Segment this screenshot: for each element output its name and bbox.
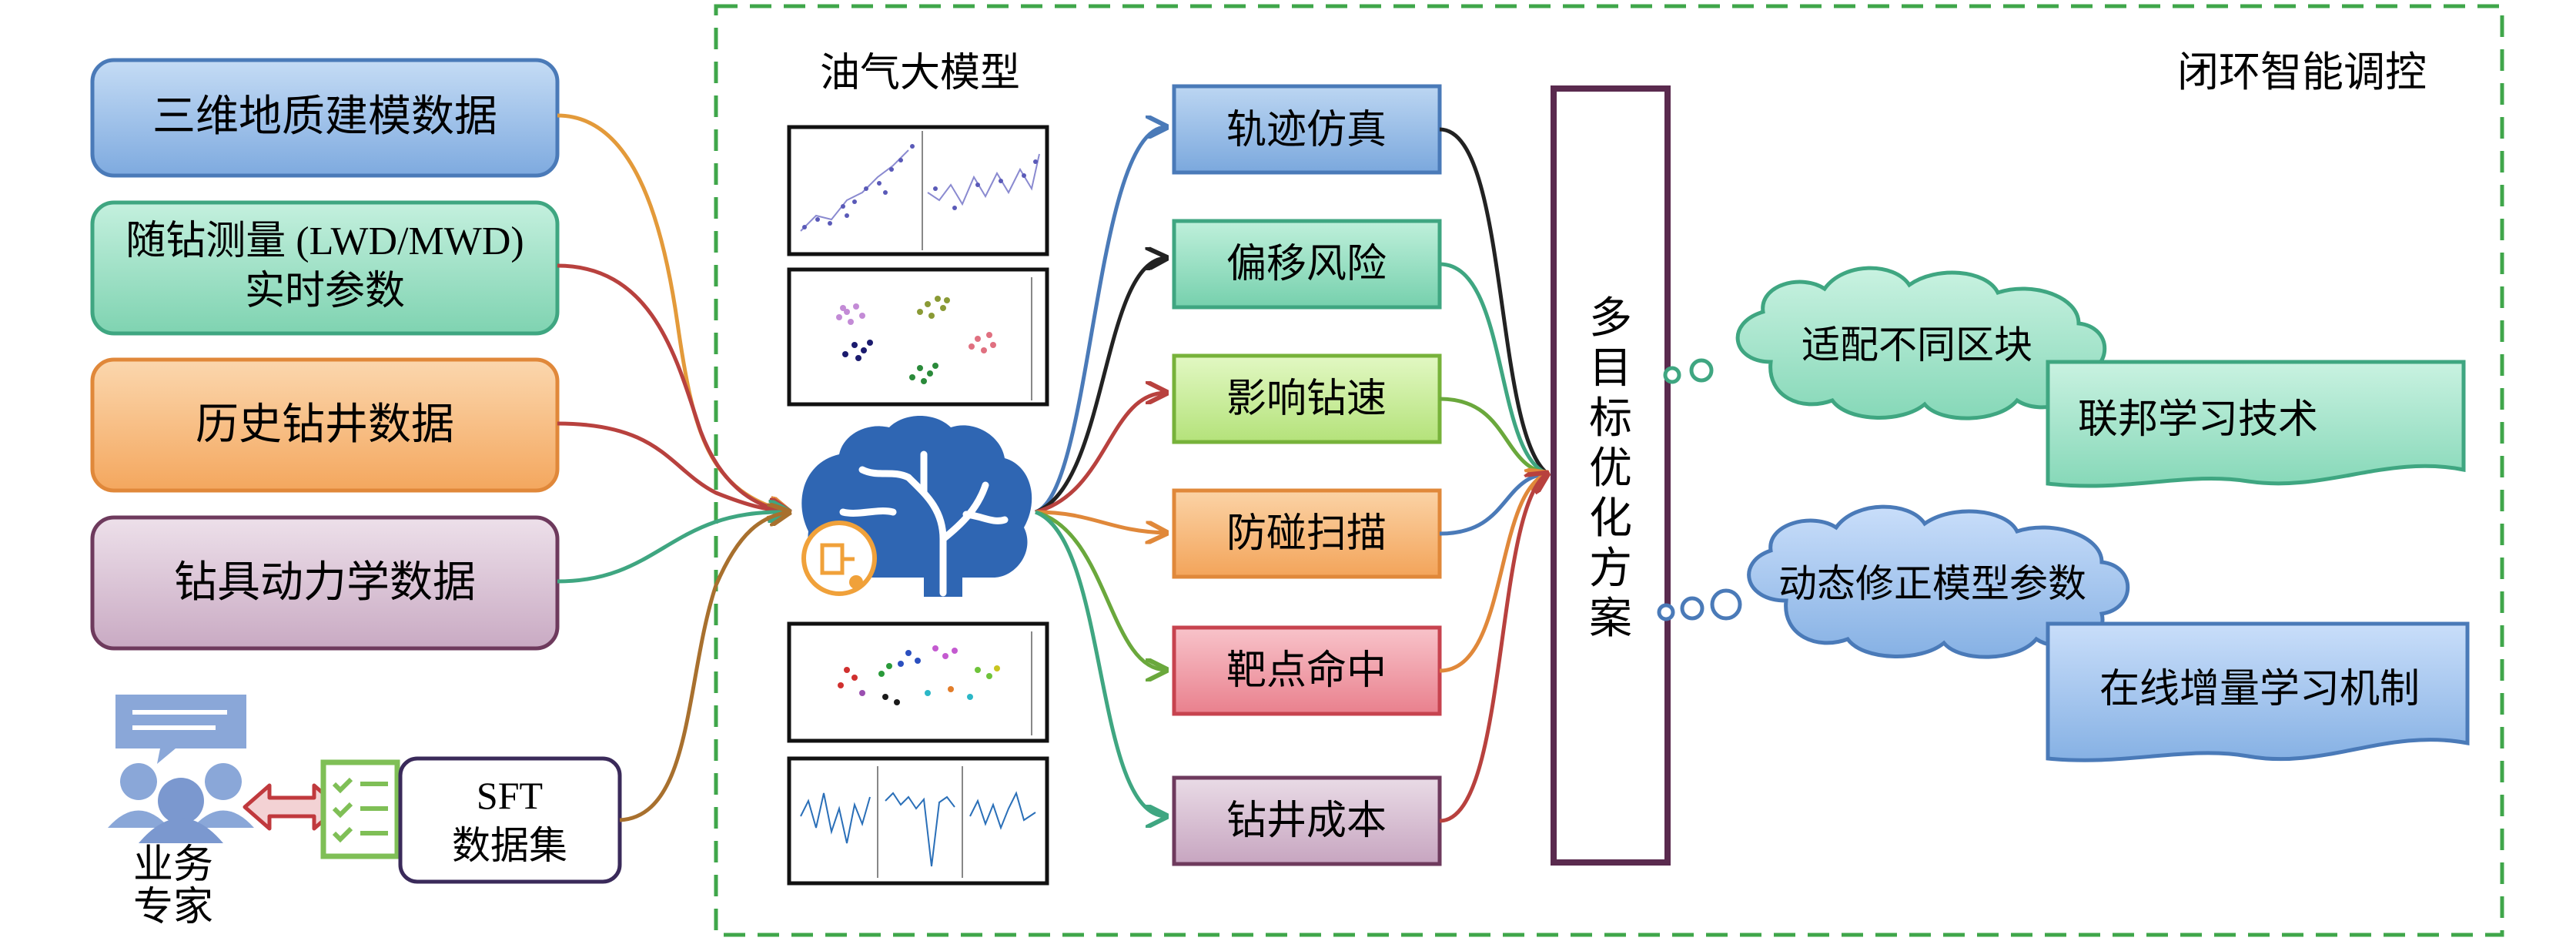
- input-geology-label: 三维地质建模数据: [152, 92, 497, 142]
- task-label: 轨迹仿真: [1226, 107, 1387, 153]
- thumbnail-scatter-line: [787, 125, 1049, 256]
- task-anticollision-scan: 防碰扫描: [1172, 488, 1442, 579]
- cloud-label: 动态修正模型参数: [1778, 561, 2086, 606]
- input-connectors: [557, 113, 789, 822]
- task-deviation-risk: 偏移风险: [1172, 219, 1442, 310]
- thumbnail-clusters: [787, 267, 1049, 407]
- input-history-box: 历史钻井数据: [90, 357, 560, 493]
- closed-loop-boundary: [714, 4, 2504, 937]
- input-dynamics-label: 钻具动力学数据: [174, 558, 476, 608]
- task-label: 偏移风险: [1226, 241, 1387, 287]
- banner-label: 联邦学习技术: [2078, 397, 2318, 443]
- task-label: 影响钻速: [1226, 376, 1387, 422]
- vertical-char: 优: [1589, 444, 1632, 494]
- multi-objective-label: 多 目 标 优 化 方 案: [1589, 293, 1632, 644]
- vertical-char: 多: [1589, 293, 1632, 343]
- vertical-char: 方: [1589, 544, 1632, 594]
- brain-icon: [801, 416, 1032, 597]
- sft-label-line1: SFT: [477, 774, 543, 817]
- task-drilling-cost: 钻井成本: [1172, 775, 1442, 866]
- cloud-label: 适配不同区块: [1802, 323, 2032, 367]
- task-connectors: [1034, 127, 1166, 816]
- multi-objective-plan-box: [1551, 85, 1671, 866]
- task-trajectory-simulation: 轨迹仿真: [1172, 84, 1442, 175]
- expert-label-line1: 业务: [133, 842, 213, 888]
- input-lwd-label-line2: 实时参数: [245, 268, 405, 314]
- optimization-connectors: [1439, 127, 1547, 823]
- sft-dataset-box: SFT 数据集: [398, 756, 622, 884]
- thought-bubble-dots-lower: [1657, 588, 1742, 621]
- thought-bubble-dots-upper: [1663, 358, 1714, 384]
- task-target-hit: 靶点命中: [1172, 625, 1442, 716]
- banner-label: 在线增量学习机制: [2099, 666, 2420, 712]
- thumbnail-time-series: [787, 756, 1049, 886]
- model-title: 油气大模型: [820, 50, 1020, 96]
- task-rop-impact: 影响钻速: [1172, 353, 1442, 444]
- input-history-label: 历史钻井数据: [196, 400, 454, 450]
- thumbnail-colored-scatter: [787, 621, 1049, 743]
- task-label: 靶点命中: [1226, 648, 1387, 694]
- input-dynamics-box: 钻具动力学数据: [90, 515, 560, 651]
- banner-federated-learning: 联邦学习技术: [2046, 360, 2466, 488]
- vertical-char: 案: [1589, 594, 1632, 644]
- banner-incremental-learning: 在线增量学习机制: [2046, 621, 2470, 762]
- input-geology-box: 三维地质建模数据: [90, 58, 560, 178]
- sft-label-line2: 数据集: [452, 823, 567, 868]
- checklist-icon: [320, 759, 400, 859]
- vertical-char: 目: [1589, 343, 1632, 393]
- task-label: 钻井成本: [1226, 798, 1387, 844]
- task-label: 防碰扫描: [1226, 511, 1387, 557]
- input-lwd-label-line1: 随钻测量 (LWD/MWD): [125, 219, 524, 263]
- vertical-char: 标: [1589, 393, 1632, 444]
- vertical-char: 化: [1589, 494, 1632, 544]
- loop-title: 闭环智能调控: [2177, 48, 2427, 96]
- input-lwd-box: 随钻测量 (LWD/MWD) 实时参数: [90, 200, 560, 336]
- cloud-adapt-blocks: 适配不同区块: [1735, 266, 2107, 420]
- expert-group-icon: [108, 695, 254, 843]
- cloud-dynamic-correction: 动态修正模型参数: [1747, 504, 2130, 659]
- expert-label-line2: 专家: [133, 884, 213, 930]
